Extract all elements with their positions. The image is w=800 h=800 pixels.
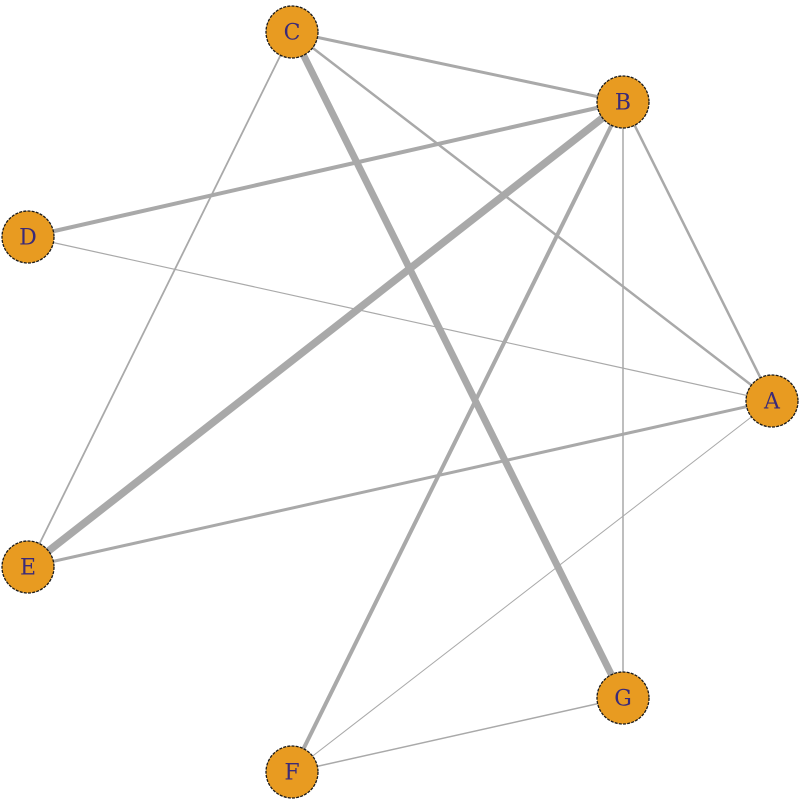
nodes-layer: A B C D E F G — [1, 5, 799, 799]
node-label: F — [284, 761, 299, 786]
edge-b-f — [290, 101, 625, 773]
node-circle — [265, 745, 319, 799]
edge-b-e — [25, 99, 626, 570]
node-g: G — [596, 671, 650, 725]
node-c: C — [265, 5, 319, 59]
node-label: B — [615, 91, 631, 116]
node-d: D — [1, 210, 55, 264]
node-b: B — [596, 75, 650, 129]
node-circle — [265, 5, 319, 59]
edge-c-b — [291, 30, 624, 104]
node-label: D — [19, 226, 37, 251]
edges-layer — [25, 30, 774, 773]
edge-c-g — [288, 30, 627, 700]
node-label: A — [763, 390, 781, 415]
node-a: A — [745, 374, 799, 428]
node-circle — [1, 210, 55, 264]
edge-c-e — [27, 31, 293, 568]
edge-a-e — [27, 399, 773, 569]
node-circle — [596, 75, 650, 129]
node-circle — [745, 374, 799, 428]
node-e: E — [1, 540, 55, 594]
edge-c-a — [291, 31, 773, 402]
node-label: C — [284, 21, 301, 46]
edge-d-a — [27, 236, 773, 402]
edge-b-d — [27, 100, 624, 239]
node-circle — [596, 671, 650, 725]
edge-a-f — [291, 400, 773, 773]
node-circle — [1, 540, 55, 594]
edge-f-g — [291, 697, 624, 773]
node-f: F — [265, 745, 319, 799]
node-label: E — [20, 556, 36, 581]
edge-b-a — [621, 101, 774, 402]
node-label: G — [614, 687, 632, 712]
